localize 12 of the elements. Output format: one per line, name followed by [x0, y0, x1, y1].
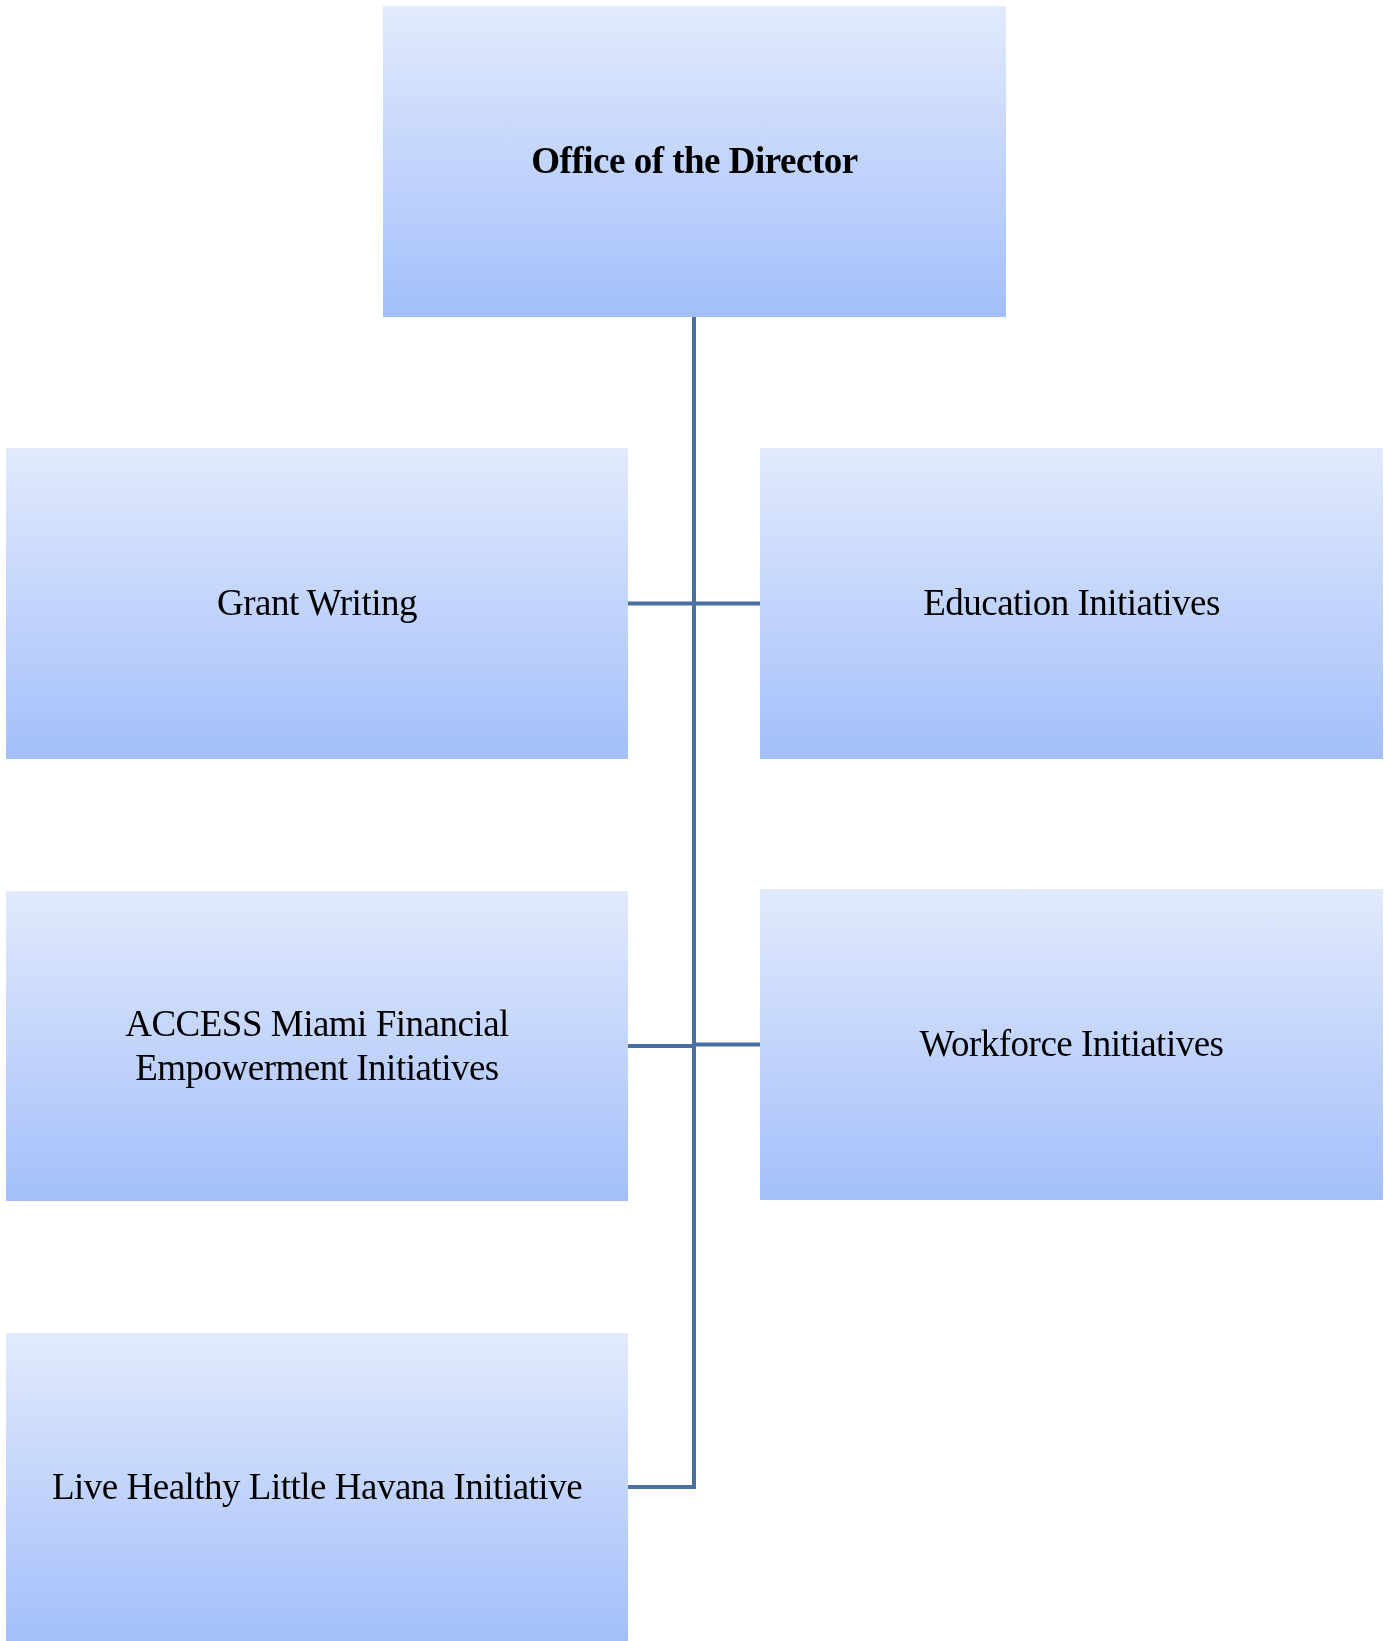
- box-label: ACCESS Miami Financial Empowerment Initiatives: [124, 1001, 510, 1090]
- org-box: [760, 889, 1383, 1200]
- box-label: Live Healthy Little Havana Initiative: [51, 1464, 583, 1509]
- box-label: Workforce Initiatives: [919, 1022, 1224, 1067]
- org-box: [6, 1333, 628, 1641]
- org-box: [760, 448, 1383, 759]
- box-label: Education Initiatives: [923, 581, 1220, 626]
- org-box: [383, 6, 1006, 317]
- org-box: [6, 448, 628, 759]
- box-label: Grant Writing: [217, 581, 417, 626]
- box-label: Office of the Director: [531, 139, 858, 184]
- org-box: [6, 891, 628, 1201]
